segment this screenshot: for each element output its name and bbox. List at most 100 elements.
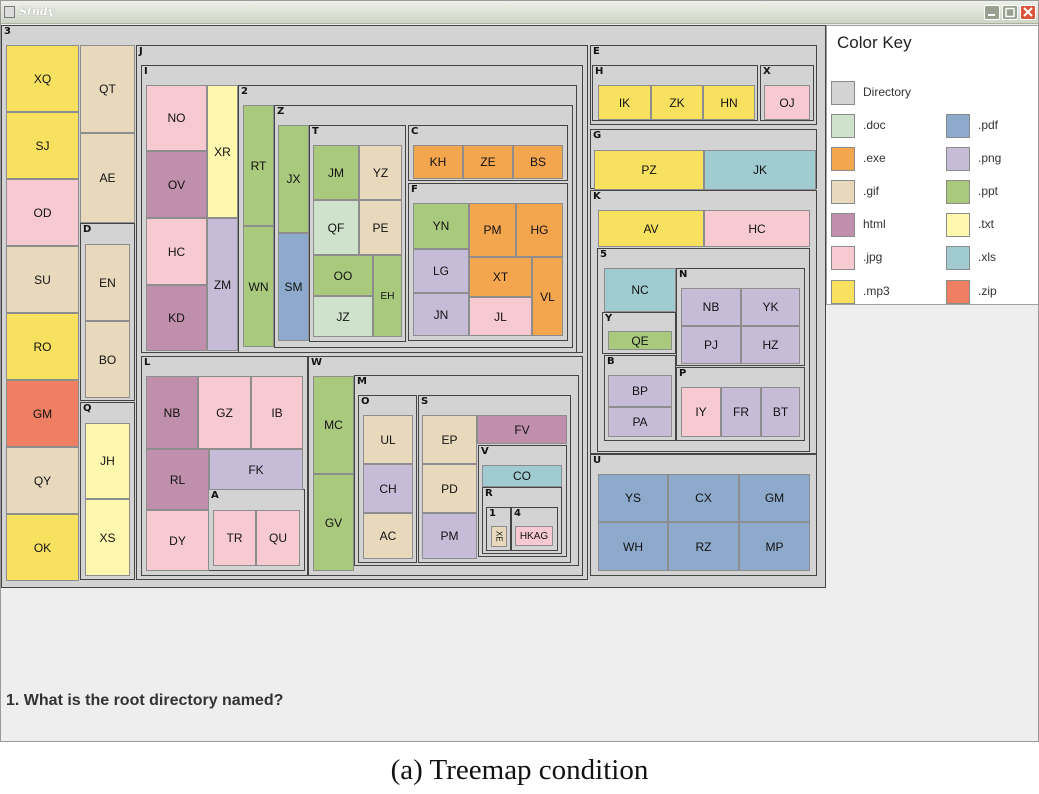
file-ZE-exe[interactable]: ZE [463, 145, 513, 179]
file-JH-txt[interactable]: JH [85, 423, 130, 499]
close-button[interactable] [1020, 5, 1036, 20]
file-QY-gif[interactable]: QY [6, 447, 79, 514]
file-TR-jpg[interactable]: TR [213, 510, 256, 566]
file-YS-pdf[interactable]: YS [598, 474, 668, 522]
file-NC-xls[interactable]: NC [604, 268, 676, 312]
file-RL-html[interactable]: RL [146, 449, 209, 510]
file-BS-exe[interactable]: BS [513, 145, 563, 179]
file-ZK-mp3[interactable]: ZK [651, 85, 703, 120]
file-PM-png[interactable]: PM [422, 513, 477, 559]
file-LG-png[interactable]: LG [413, 249, 469, 293]
file-XQ-mp3[interactable]: XQ [6, 45, 79, 112]
file-PD-gif[interactable]: PD [422, 464, 477, 513]
file-OJ-jpg[interactable]: OJ [764, 85, 810, 120]
file-WN-ppt[interactable]: WN [243, 226, 274, 347]
minimize-button[interactable] [984, 5, 1000, 20]
file-JK-xls[interactable]: JK [704, 150, 816, 190]
swatch-gif [831, 180, 855, 204]
file-VL-exe[interactable]: VL [532, 257, 563, 336]
file-GV-ppt[interactable]: GV [313, 474, 354, 571]
file-GM-zip[interactable]: GM [6, 380, 79, 447]
file-BT-png[interactable]: BT [761, 387, 800, 437]
file-OK-mp3[interactable]: OK [6, 514, 79, 581]
file-AC-gif[interactable]: AC [363, 513, 413, 559]
file-RT-ppt[interactable]: RT [243, 105, 274, 226]
file-PJ-png[interactable]: PJ [681, 326, 741, 364]
maximize-icon [1005, 7, 1015, 18]
directory-label: U [593, 455, 602, 466]
file-GM-pdf[interactable]: GM [739, 474, 810, 522]
file-SU-gif[interactable]: SU [6, 246, 79, 313]
file-AE-gif[interactable]: AE [80, 133, 135, 223]
file-OO-ppt[interactable]: OO [313, 255, 373, 296]
file-SJ-mp3[interactable]: SJ [6, 112, 79, 179]
file-JX-ppt[interactable]: JX [278, 125, 309, 233]
file-UL-gif[interactable]: UL [363, 415, 413, 464]
file-XR-txt[interactable]: XR [207, 85, 238, 218]
key-label-mp3: .mp3 [863, 284, 890, 298]
file-QF-doc[interactable]: QF [313, 200, 359, 255]
title-bar[interactable]: Study [1, 1, 1038, 24]
file-MC-ppt[interactable]: MC [313, 376, 354, 474]
file-NB-html[interactable]: NB [146, 376, 198, 449]
file-WH-pdf[interactable]: WH [598, 522, 668, 571]
file-RZ-pdf[interactable]: RZ [668, 522, 739, 571]
directory-label: B [607, 356, 615, 367]
file-HKAG-jpg[interactable]: HKAG [515, 526, 553, 546]
file-NO-jpg[interactable]: NO [146, 85, 207, 151]
file-YK-png[interactable]: YK [741, 288, 800, 326]
file-RO-mp3[interactable]: RO [6, 313, 79, 380]
file-CO-xls[interactable]: CO [482, 465, 562, 487]
file-PA-png[interactable]: PA [608, 407, 672, 437]
file-FR-png[interactable]: FR [721, 387, 761, 437]
key-label-png: .png [978, 151, 1002, 165]
file-NB-png[interactable]: NB [681, 288, 741, 326]
file-JZ-doc[interactable]: JZ [313, 296, 373, 337]
file-IB-jpg[interactable]: IB [251, 376, 303, 449]
file-BO-gif[interactable]: BO [85, 321, 130, 398]
file-XS-txt[interactable]: XS [85, 499, 130, 576]
file-BP-png[interactable]: BP [608, 375, 672, 407]
color-key-panel: Color Key Directory .doc .exe .gif html … [826, 25, 1038, 305]
file-CX-pdf[interactable]: CX [668, 474, 739, 522]
file-MP-pdf[interactable]: MP [739, 522, 810, 571]
file-DY-jpg[interactable]: DY [146, 510, 209, 571]
file-XE-gif[interactable]: XE [491, 526, 507, 547]
directory-label: 3 [4, 26, 11, 37]
file-PM-exe[interactable]: PM [469, 203, 516, 257]
file-QT-gif[interactable]: QT [80, 45, 135, 133]
file-IK-mp3[interactable]: IK [598, 85, 651, 120]
file-CH-png[interactable]: CH [363, 464, 413, 513]
file-YZ-gif[interactable]: YZ [359, 145, 402, 200]
file-HN-mp3[interactable]: HN [703, 85, 755, 120]
file-PZ-mp3[interactable]: PZ [594, 150, 704, 190]
file-OD-jpg[interactable]: OD [6, 179, 79, 246]
file-KH-exe[interactable]: KH [413, 145, 463, 179]
file-FK-png[interactable]: FK [209, 449, 303, 490]
file-HG-exe[interactable]: HG [516, 203, 563, 257]
file-XT-exe[interactable]: XT [469, 257, 532, 297]
file-HZ-png[interactable]: HZ [741, 326, 800, 364]
file-OV-html[interactable]: OV [146, 151, 207, 218]
file-IY-jpg[interactable]: IY [681, 387, 721, 437]
file-AV-mp3[interactable]: AV [598, 210, 704, 247]
file-KD-html[interactable]: KD [146, 285, 207, 351]
file-HC-jpg[interactable]: HC [146, 218, 207, 285]
file-ZM-png[interactable]: ZM [207, 218, 238, 351]
file-EH-ppt[interactable]: EH [373, 255, 402, 337]
file-JM-ppt[interactable]: JM [313, 145, 359, 200]
file-HC-jpg[interactable]: HC [704, 210, 810, 247]
file-QE-ppt[interactable]: QE [608, 331, 672, 350]
key-label-gif: .gif [863, 184, 880, 198]
file-PE-gif[interactable]: PE [359, 200, 402, 255]
maximize-button[interactable] [1002, 5, 1018, 20]
file-YN-ppt[interactable]: YN [413, 203, 469, 249]
file-JN-png[interactable]: JN [413, 293, 469, 336]
file-EN-gif[interactable]: EN [85, 244, 130, 321]
file-SM-pdf[interactable]: SM [278, 233, 309, 341]
file-EP-gif[interactable]: EP [422, 415, 477, 464]
file-GZ-jpg[interactable]: GZ [198, 376, 251, 449]
file-FV-html[interactable]: FV [477, 415, 567, 444]
file-JL-jpg[interactable]: JL [469, 297, 532, 336]
file-QU-jpg[interactable]: QU [256, 510, 300, 566]
